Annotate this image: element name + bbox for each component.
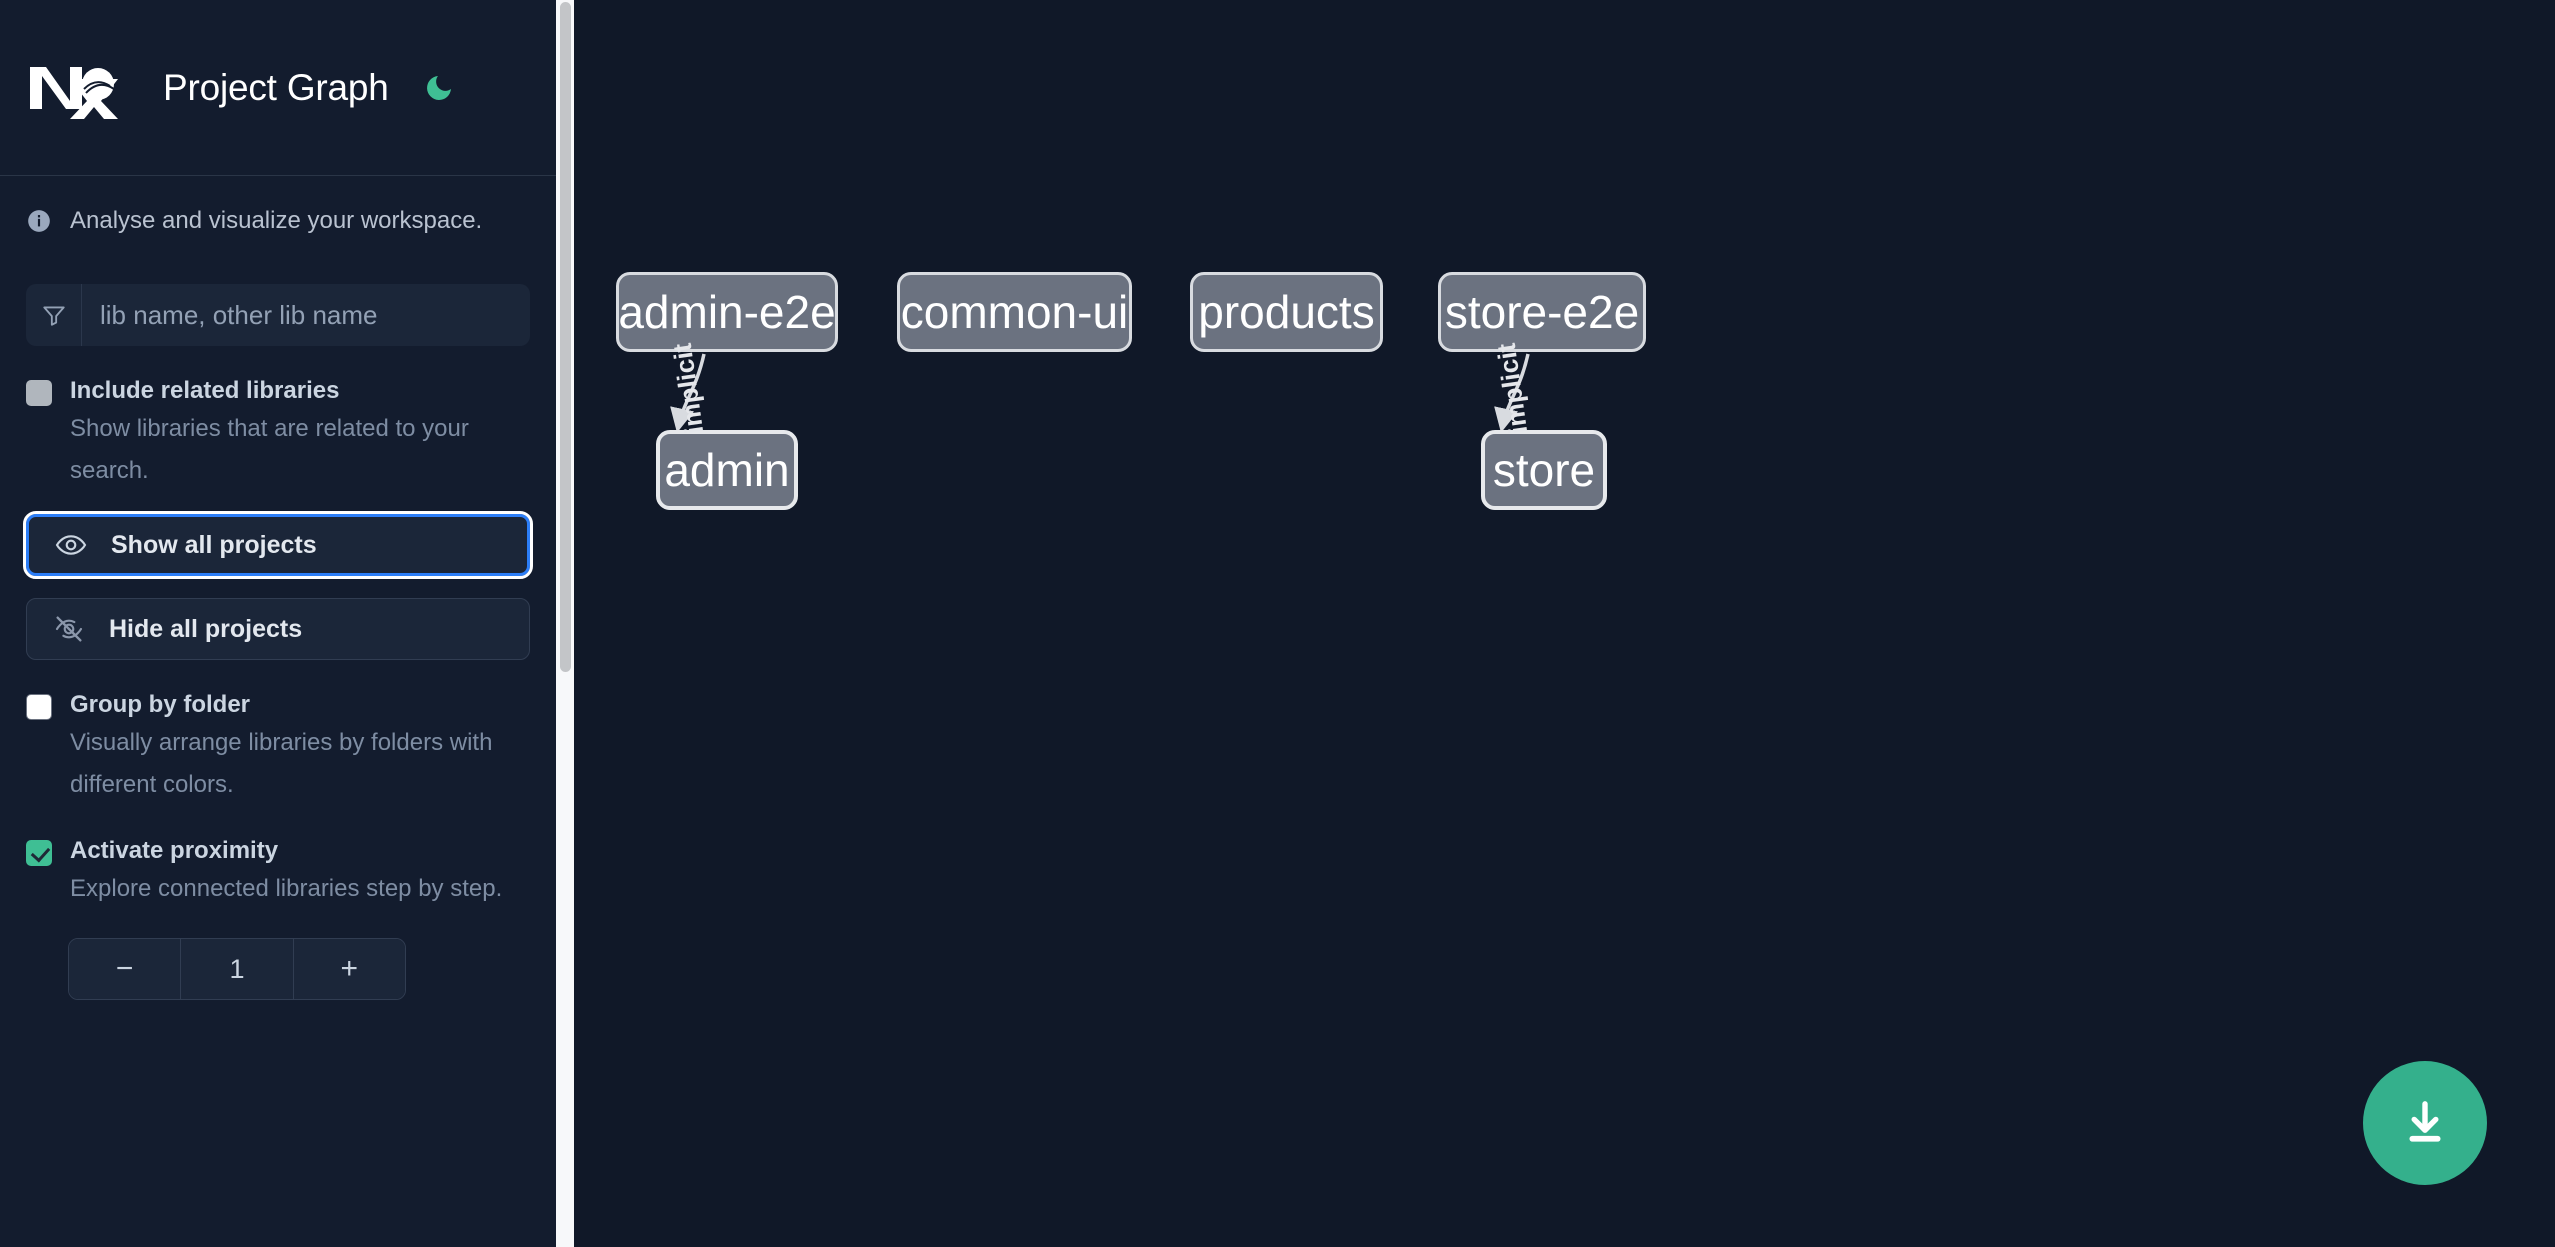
hide-all-projects-button[interactable]: Hide all projects	[26, 598, 530, 660]
proximity-increment-button[interactable]: +	[293, 939, 405, 999]
nx-logo	[26, 57, 126, 119]
graph-node-common-ui[interactable]: common-ui	[897, 272, 1132, 352]
graph-node-label: admin-e2e	[618, 286, 836, 338]
info-icon	[26, 208, 52, 234]
activate-proximity-label: Activate proximity	[70, 837, 279, 864]
workspace-info-text: Analyse and visualize your workspace.	[70, 207, 483, 234]
graph-node-store[interactable]: store	[1481, 430, 1607, 510]
download-graph-button[interactable]	[2363, 1061, 2487, 1185]
sidebar-scrollbar-thumb[interactable]	[560, 2, 571, 672]
group-by-folder-checkbox[interactable]	[26, 694, 52, 720]
graph-node-label: store	[1492, 444, 1596, 496]
download-icon	[2409, 1101, 2441, 1142]
include-related-libraries-label: Include related libraries	[70, 377, 340, 404]
group-by-folder-description: Visually arrange libraries by folders wi…	[70, 729, 493, 798]
show-all-projects-button[interactable]: Show all projects	[23, 511, 533, 579]
graph-edges	[670, 353, 1530, 433]
hide-all-projects-label: Hide all projects	[109, 614, 303, 643]
sidebar-header: Project Graph	[0, 0, 556, 176]
page-title: Project Graph	[163, 66, 389, 108]
graph-node-label: admin	[664, 444, 790, 496]
activate-proximity-checkbox[interactable]	[26, 840, 52, 866]
moon-icon[interactable]	[417, 66, 461, 110]
graph-node-label: store-e2e	[1444, 286, 1640, 338]
graph-node-label: products	[1198, 286, 1375, 338]
activate-proximity-description: Explore connected libraries step by step…	[70, 875, 503, 902]
search-input[interactable]	[82, 284, 530, 346]
graph-node-products[interactable]: products	[1190, 272, 1383, 352]
graph-canvas[interactable]: admin-e2e common-ui products store-e2e a…	[556, 0, 2555, 1247]
graph-node-label: common-ui	[900, 286, 1129, 338]
option-include-related-libraries[interactable]: Include related libraries Show libraries…	[26, 376, 530, 492]
sidebar-body: Analyse and visualize your workspace. In…	[0, 176, 556, 1000]
proximity-decrement-button[interactable]: −	[69, 939, 181, 999]
graph-node-admin-e2e[interactable]: admin-e2e	[616, 272, 838, 352]
include-related-libraries-checkbox[interactable]	[26, 380, 52, 406]
graph-node-store-e2e[interactable]: store-e2e	[1438, 272, 1646, 352]
sidebar-scrollbar[interactable]	[556, 0, 574, 1247]
proximity-value: 1	[180, 939, 294, 999]
proximity-stepper: − 1 +	[68, 938, 406, 1000]
eye-icon	[55, 528, 89, 562]
include-related-libraries-description: Show libraries that are related to your …	[70, 415, 469, 484]
funnel-icon	[26, 284, 82, 346]
eye-off-icon	[53, 612, 87, 646]
group-by-folder-label: Group by folder	[70, 691, 250, 718]
filter-box	[26, 284, 530, 346]
show-all-projects-label: Show all projects	[111, 530, 317, 559]
graph-node-admin[interactable]: admin	[656, 430, 798, 510]
workspace-info: Analyse and visualize your workspace.	[26, 176, 530, 266]
option-activate-proximity[interactable]: Activate proximity Explore connected lib…	[26, 836, 530, 910]
option-group-by-folder[interactable]: Group by folder Visually arrange librari…	[26, 690, 530, 806]
sidebar: Project Graph Analyse and visualize your…	[0, 0, 556, 1247]
